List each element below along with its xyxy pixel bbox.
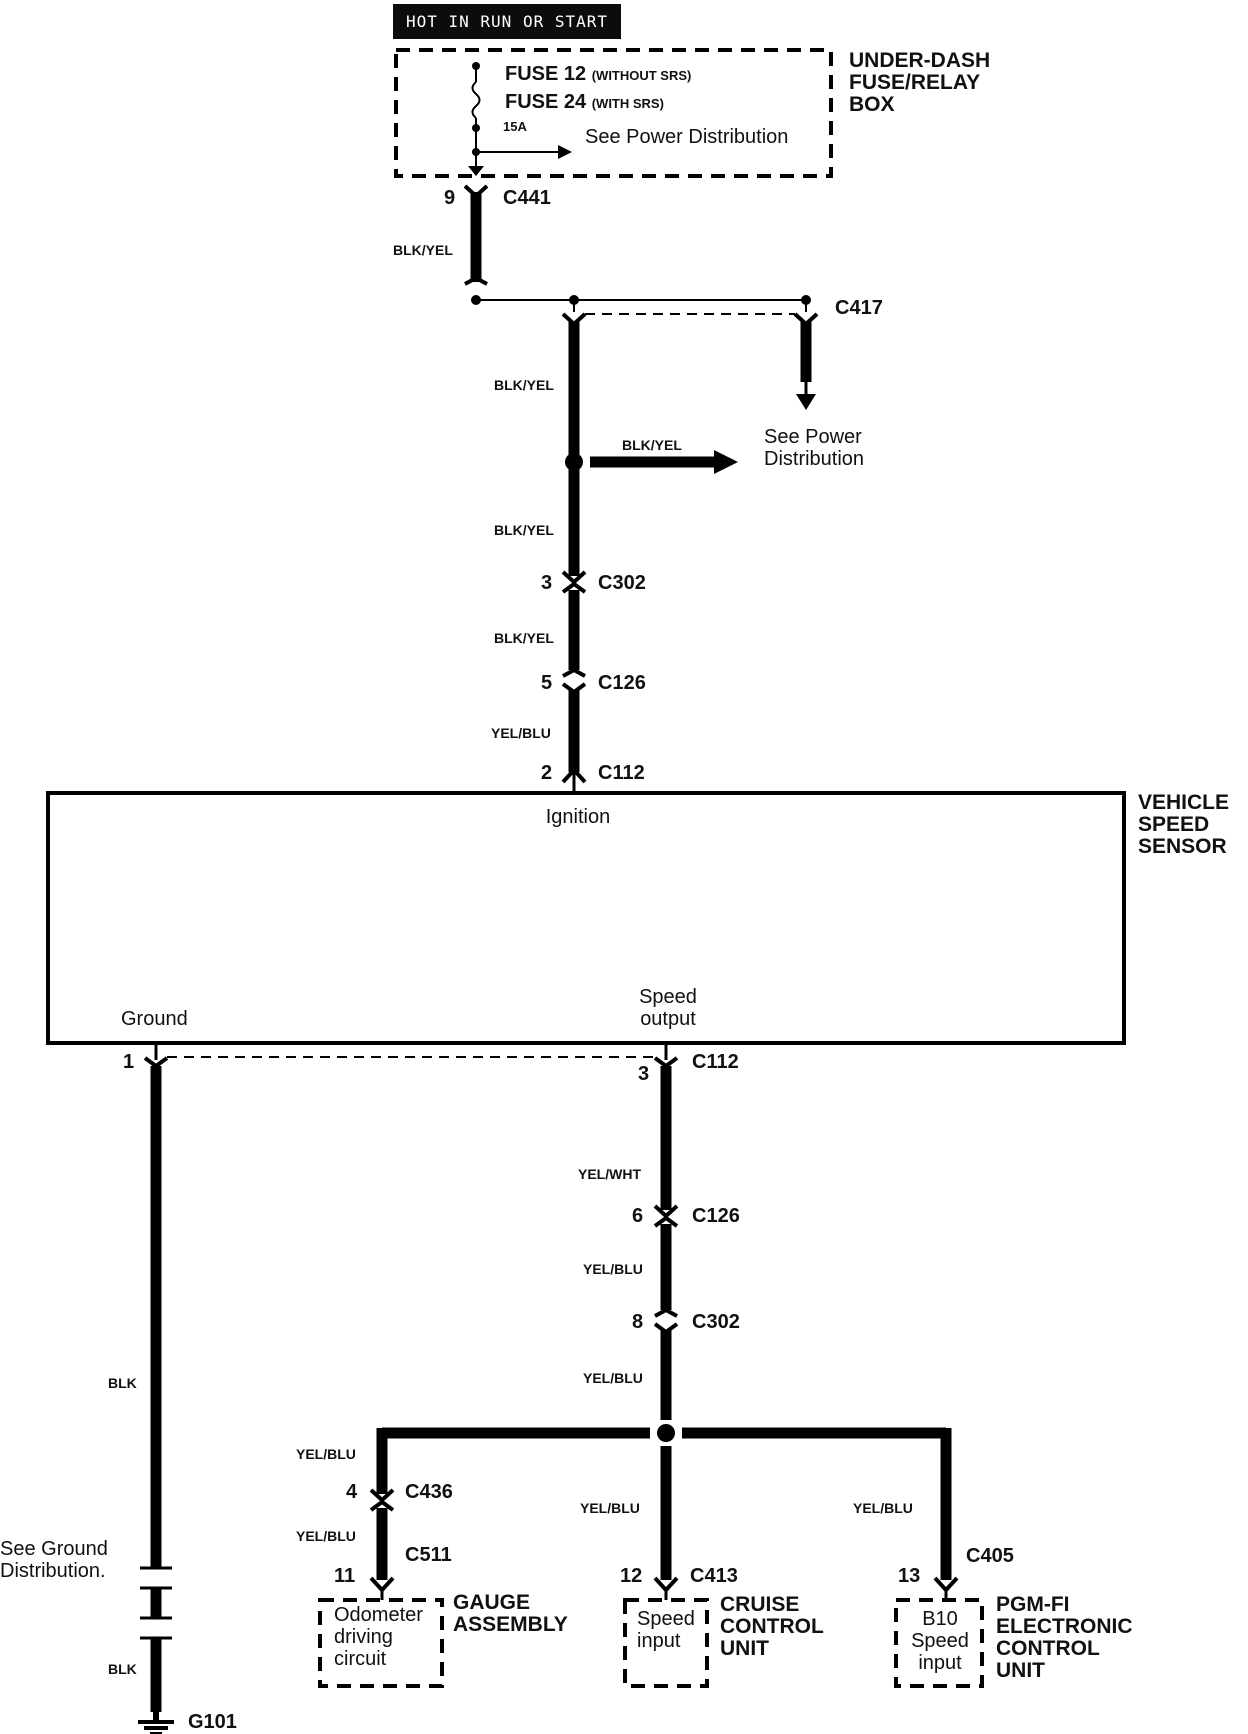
fuse-rating: 15A [503, 119, 527, 134]
wire-color-label: BLK/YEL [393, 242, 453, 258]
c302-bottom-pin: 8 [632, 1311, 644, 1333]
fuse-node [472, 62, 480, 70]
wire-color-label: YEL/BLU [491, 725, 551, 741]
connector-c126-symbol [562, 667, 586, 678]
connector-c441-symbol [463, 184, 489, 199]
c413-label: C413 [690, 1565, 738, 1587]
c302-top-label: C302 [598, 572, 646, 594]
c511-pin: 11 [334, 1565, 356, 1587]
wire-color-label: YEL/BLU [580, 1500, 640, 1516]
c436-pin: 4 [346, 1481, 358, 1503]
c112-top-label: C112 [598, 762, 645, 784]
splice-node [565, 453, 583, 471]
fuse-b-label: FUSE 24 (WITH SRS) [505, 91, 664, 113]
wire-color-label: YEL/BLU [296, 1528, 356, 1544]
c302-top-pin: 3 [541, 572, 553, 594]
c302-bottom-label: C302 [692, 1311, 740, 1333]
c417-label: C417 [835, 297, 883, 319]
c112-bottom-label: C112 [692, 1051, 739, 1073]
wire-color-label: YEL/WHT [578, 1166, 641, 1182]
wire-color-label: BLK [108, 1375, 137, 1391]
c511-label: C511 [405, 1544, 452, 1566]
wire-end-symbol [464, 275, 488, 286]
wire-color-label: YEL/BLU [853, 1500, 913, 1516]
c112-top-pin: 2 [541, 762, 553, 784]
power-arrow-down-icon [796, 394, 816, 410]
c441-pin: 9 [444, 187, 456, 209]
splice-node [657, 1424, 675, 1442]
c126-bottom-label: C126 [692, 1205, 740, 1227]
connector-c126-symbol [653, 1215, 679, 1228]
fuse-a-label: FUSE 12 (WITHOUT SRS) [505, 63, 692, 85]
power-tap-arrow-icon [558, 145, 572, 159]
gauge-terminal-box [318, 1598, 444, 1688]
wire-color-label: YEL/BLU [296, 1446, 356, 1462]
connector-c302-symbol [654, 1307, 678, 1318]
wire-color-label: YEL/BLU [583, 1261, 643, 1277]
c441-label: C441 [503, 187, 551, 209]
connector-c436-symbol [369, 1499, 395, 1512]
wire-color-label: BLK/YEL [494, 522, 554, 538]
fuse-relay-box-outline [394, 48, 833, 178]
see-power-distribution-link[interactable]: See Power Distribution [585, 126, 789, 148]
ground-icon [138, 1712, 174, 1734]
wire-color-label: BLK/YEL [622, 437, 682, 453]
c112-bottom-pin: 3 [638, 1063, 650, 1085]
sensor-ground-terminal: Ground [121, 1008, 188, 1030]
fuse-box-arrow-icon [468, 166, 484, 176]
connector-c112-symbol [561, 767, 587, 784]
fuse-node [472, 124, 480, 132]
wire-color-label: BLK/YEL [494, 630, 554, 646]
power-condition-label: HOT IN RUN OR START [393, 4, 621, 39]
vehicle-speed-sensor-box [46, 791, 1126, 1045]
g101-label: G101 [188, 1711, 237, 1733]
c413-pin: 12 [620, 1565, 643, 1587]
cruise-terminal-box [623, 1598, 709, 1688]
c126-top-pin: 5 [541, 672, 553, 694]
splice-node [471, 295, 481, 305]
c405-label: C405 [966, 1545, 1014, 1567]
wire-color-label: BLK/YEL [494, 377, 554, 393]
pgm-terminal-box [894, 1598, 984, 1688]
connector-c302-symbol [561, 581, 587, 594]
sensor-ignition-terminal: Ignition [545, 806, 611, 828]
branch-arrow-icon [714, 450, 738, 474]
wire-color-label: YEL/BLU [583, 1370, 643, 1386]
wire-color-label: BLK [108, 1661, 137, 1677]
c126-top-label: C126 [598, 672, 646, 694]
c405-pin: 13 [898, 1565, 921, 1587]
ground-pin: 1 [123, 1051, 135, 1073]
c126-bottom-pin: 6 [632, 1205, 644, 1227]
c436-label: C436 [405, 1481, 453, 1503]
